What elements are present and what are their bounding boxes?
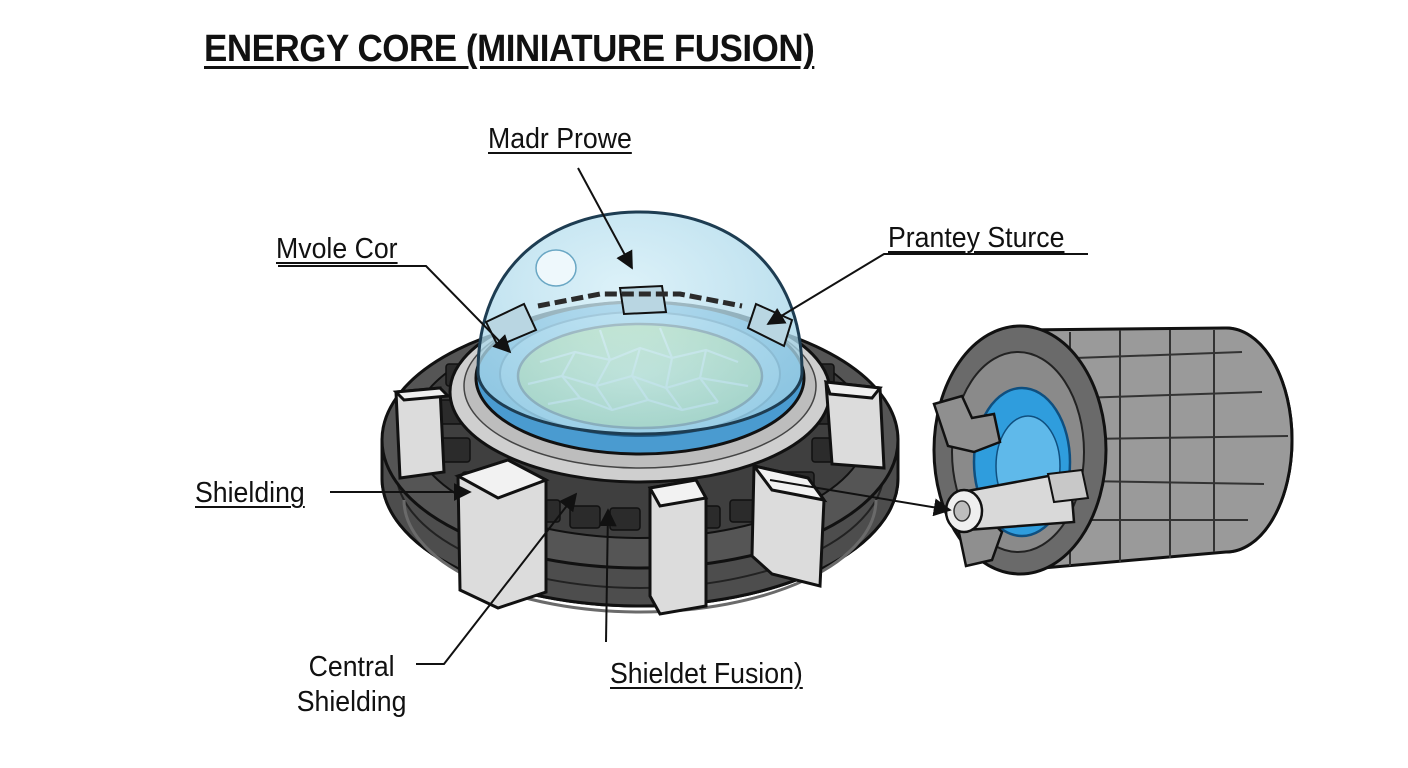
leader-mvole-cor [278, 265, 512, 354]
label-central-shielding-line2: Shielding [296, 686, 407, 718]
label-central-shielding-line1: Central [308, 651, 395, 683]
leader-madr-prowe [577, 167, 633, 270]
shield-clamps [392, 380, 886, 616]
leader-cylinder-link [769, 479, 952, 517]
label-shielding: Shielding [195, 477, 305, 509]
label-mvole-cor: Mvole Cor [276, 233, 398, 265]
leader-central-shielding [416, 492, 578, 665]
label-prantey-sturce: Prantey Sturce [888, 222, 1065, 254]
diagram-title: ENERGY CORE (MINIATURE FUSION) [204, 28, 815, 70]
label-madr-prowe: Madr Prowe [488, 123, 632, 155]
leader-lines [278, 167, 1088, 665]
fusion-cylinder [932, 324, 1294, 576]
label-central-shielding: Central Shielding [278, 650, 425, 720]
leader-prantey-sturce [766, 253, 1088, 325]
glass-dome [476, 210, 804, 436]
leader-shieldet-fusion [598, 508, 617, 643]
label-shieldet-fusion: Shieldet Fusion) [610, 658, 803, 690]
